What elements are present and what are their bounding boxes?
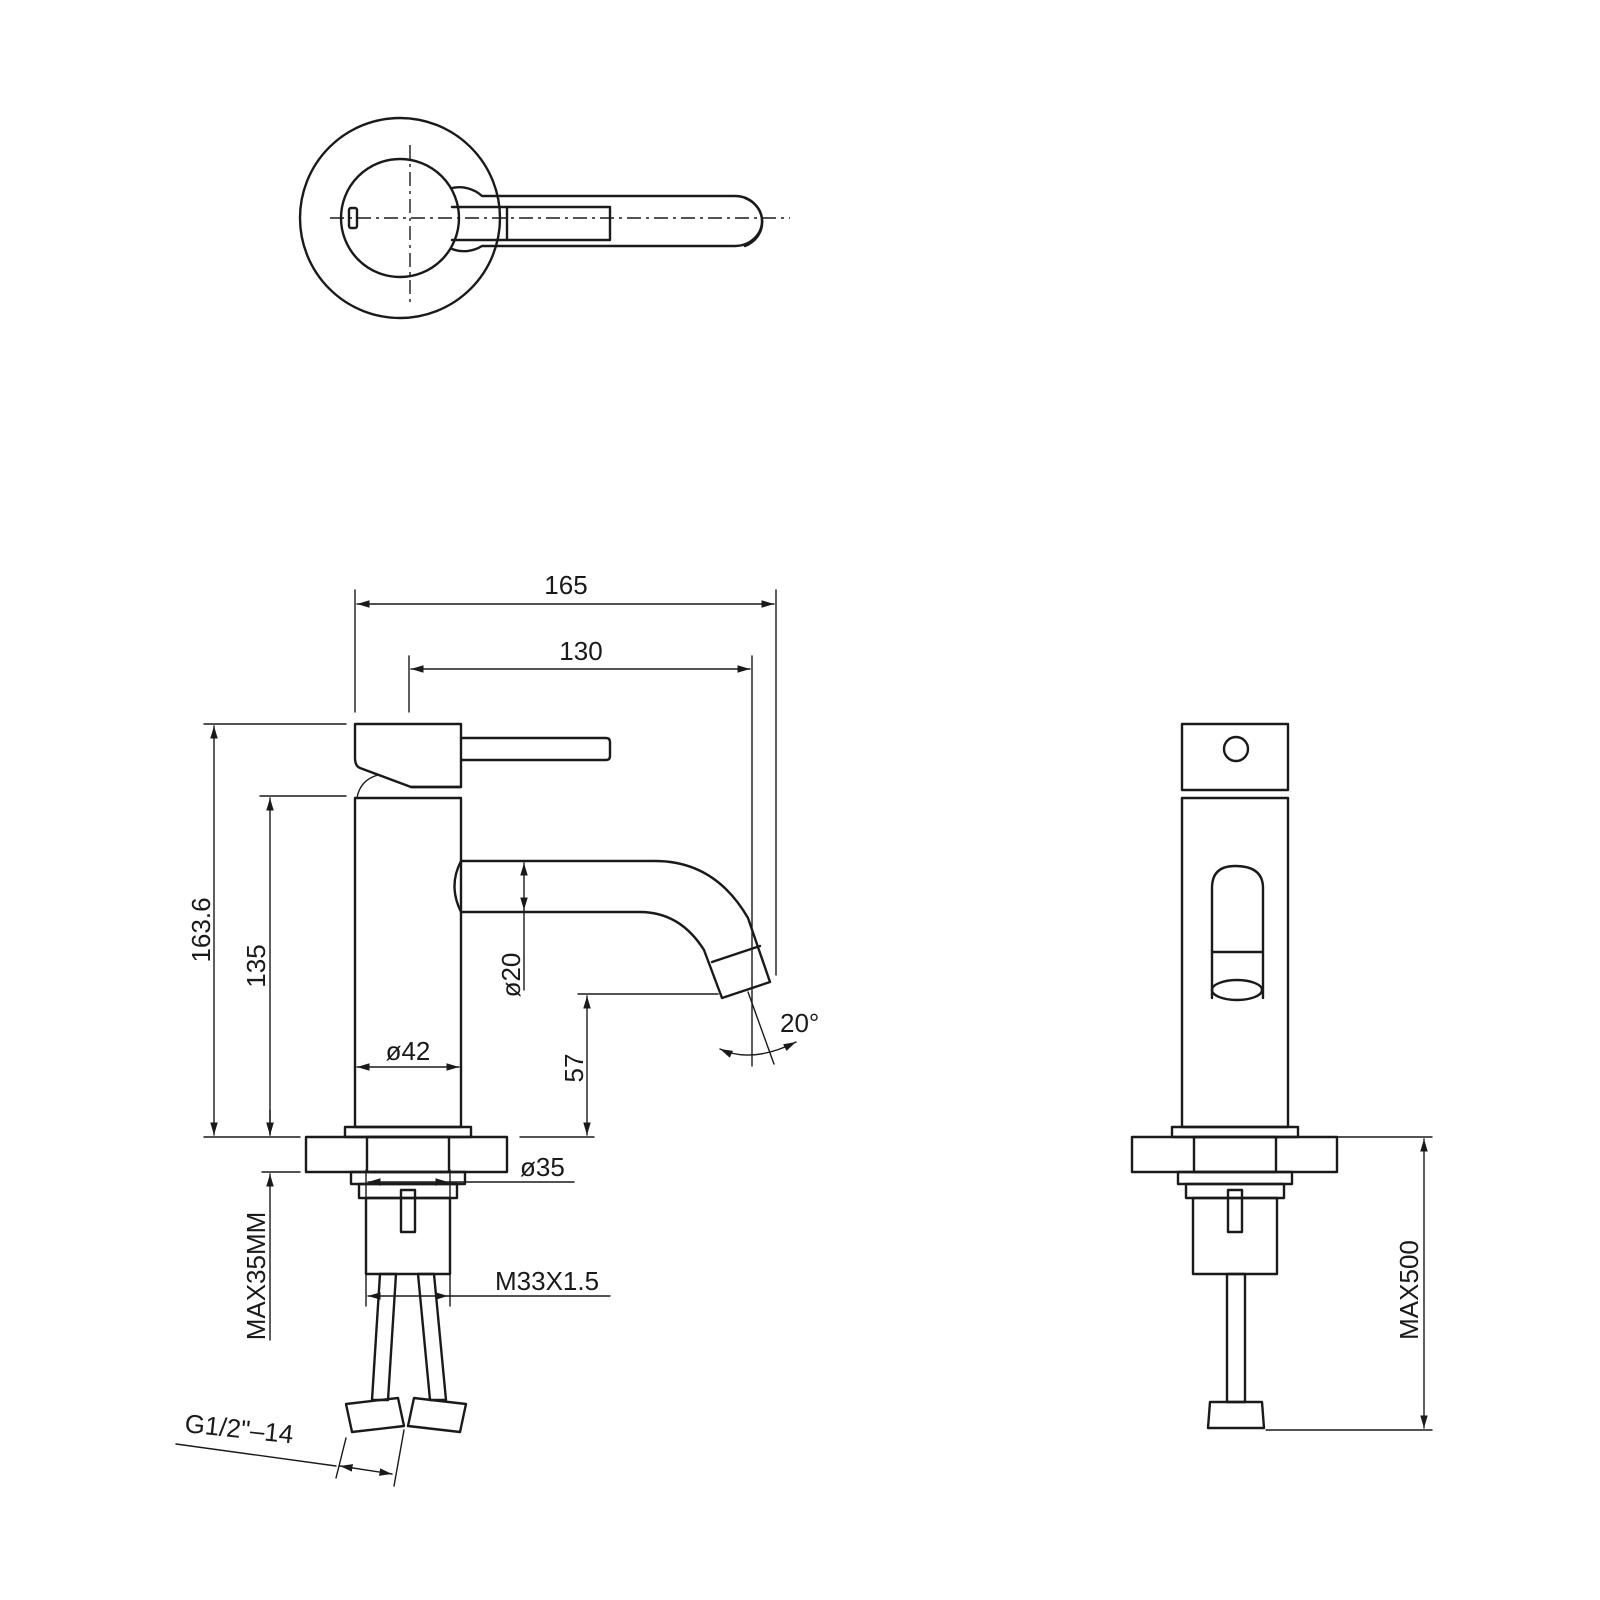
dim-20deg-label: 20°: [780, 1008, 819, 1038]
side-spout: [1210, 864, 1265, 1000]
dim-max35mm-label: MAX35MM: [241, 1212, 271, 1341]
front-hose-left: [370, 1272, 398, 1402]
side-body: [1180, 796, 1290, 1129]
front-stud: [399, 1188, 417, 1234]
side-hose: [1225, 1272, 1247, 1404]
dim-m33-label: M33X1.5: [495, 1266, 599, 1296]
front-view: [304, 722, 772, 1434]
side-deck-slab: [1130, 1135, 1339, 1174]
front-handle-shoulder: [356, 774, 379, 799]
dim-o35-label: ø35: [520, 1152, 565, 1182]
side-shank-in-deck: [1192, 1135, 1278, 1174]
front-shank-in-deck: [365, 1135, 451, 1174]
front-deck-slab: [304, 1135, 509, 1174]
dim-135-label: 135: [241, 944, 271, 987]
top-view: [298, 116, 790, 320]
dim-g12-line: [339, 1464, 393, 1476]
front-hose-right: [416, 1272, 448, 1402]
dim-o42-label: ø42: [386, 1036, 431, 1066]
side-threaded-shank: [1191, 1196, 1279, 1276]
dim-max500-label: MAX500: [1394, 1240, 1424, 1340]
side-indicator-hole: [1222, 735, 1250, 763]
side-base-flange: [1170, 1125, 1300, 1139]
front-connector-right: [406, 1396, 468, 1434]
front-aerator-line: [710, 944, 762, 964]
dimensions: 165 130 163.6 135 ø20 ø42 57 20°: [175, 570, 1433, 1487]
front-base-flange: [343, 1125, 473, 1139]
side-connector: [1206, 1400, 1266, 1430]
front-body: [353, 796, 463, 1129]
top-view-handle-cap: [743, 196, 764, 248]
front-threaded-shank: [364, 1196, 452, 1276]
side-stud: [1226, 1188, 1244, 1234]
dim-165-label: 165: [544, 570, 587, 600]
side-handle-cap: [1180, 722, 1290, 792]
dim-130-label: 130: [559, 636, 602, 666]
dim-163-6-label: 163.6: [186, 897, 216, 962]
side-washer: [1176, 1170, 1294, 1186]
dim-57-label: 57: [559, 1054, 589, 1083]
front-spout-collar: [453, 859, 463, 914]
dim-20deg-arc: [719, 1041, 797, 1058]
side-view: [1130, 722, 1339, 1430]
front-connector-left: [344, 1396, 406, 1434]
side-spout-outlet: [1210, 978, 1264, 1002]
front-handle-lever: [459, 736, 612, 762]
dim-g12-label: G1/2"–14: [183, 1408, 295, 1449]
top-view-handle-lever: [450, 205, 612, 242]
dim-o20-label: ø20: [496, 953, 526, 998]
front-spout: [459, 859, 772, 1000]
top-view-handle-outline: [450, 186, 764, 253]
